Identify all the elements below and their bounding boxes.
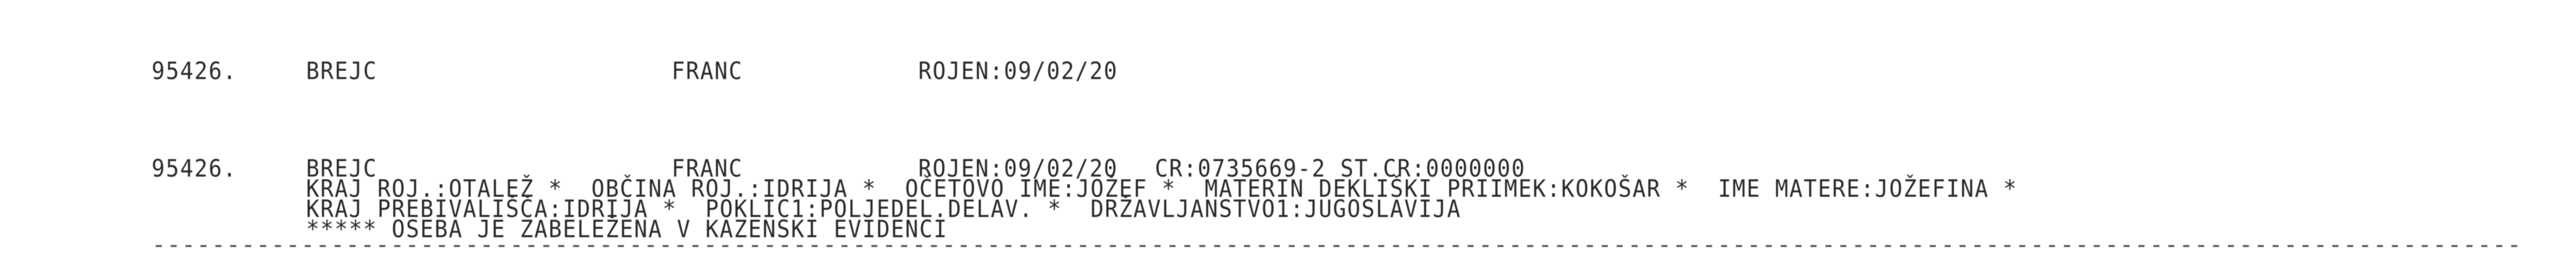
record-residence-occupation-line: KRAJ PREBIVALIŠČA:IDRIJA * POKLIC1:POLJE… (306, 196, 1462, 223)
record-full-number: 95426. (152, 155, 237, 183)
dashed-separator: ----------------------------------------… (152, 239, 2517, 251)
record-short-number: 95426. (152, 58, 237, 85)
record-full-surname: BREJC (306, 155, 377, 183)
record-short-born: ROJEN:09/02/20 (918, 58, 1118, 85)
record-full-given-name: FRANC (672, 155, 743, 183)
record-birth-parents-line: KRAJ ROJ.:OTALEŽ * OBČINA ROJ.:IDRIJA * … (306, 175, 2018, 203)
record-short-surname: BREJC (306, 58, 377, 85)
record-full-ids: CR:0735669-2 ST.CR:0000000 (1155, 155, 1526, 183)
record-short-given-name: FRANC (672, 58, 743, 85)
record-criminal-note-line: ***** OSEBA JE ZABELEŽENA V KAZENSKI EVI… (306, 216, 948, 243)
record-full-born: ROJEN:09/02/20 (918, 155, 1118, 183)
